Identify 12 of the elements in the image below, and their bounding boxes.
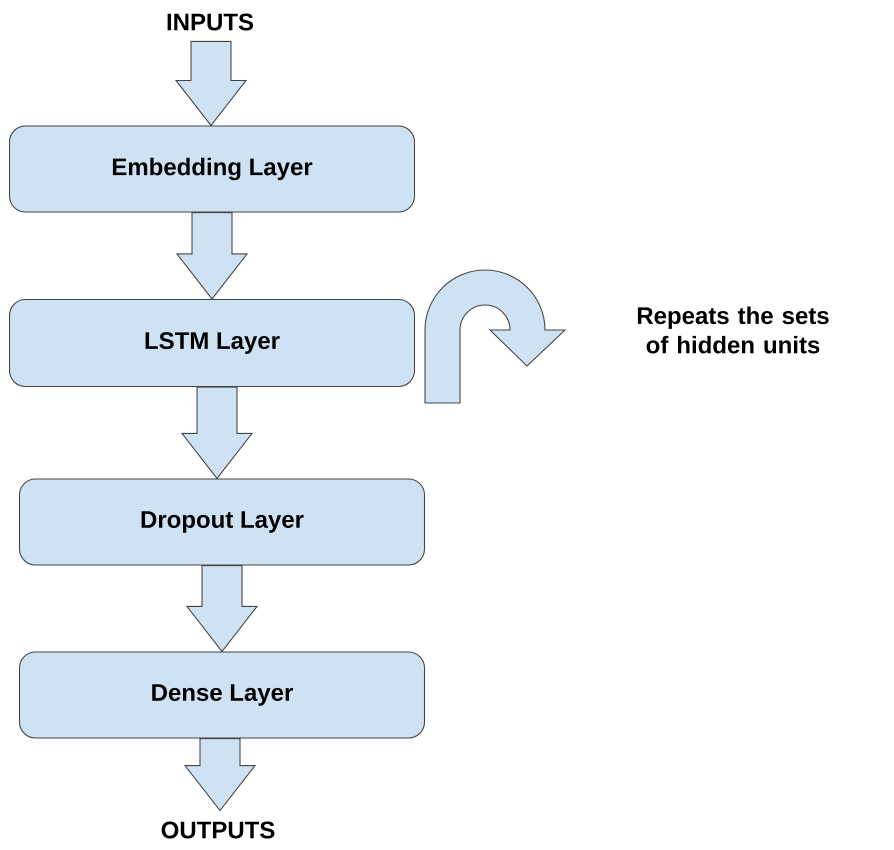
note-text: Repeats the sets of hidden units — [638, 306, 829, 354]
block-arrow — [174, 40, 248, 126]
layer-box: Embedding Layer — [8, 125, 416, 213]
layer-box: LSTM Layer — [8, 298, 416, 388]
block-arrow — [180, 386, 254, 480]
layer-box: Dropout Layer — [18, 478, 426, 566]
block-arrow — [186, 565, 258, 652]
flow-label: INPUTS — [168, 14, 254, 30]
flow-label: OUTPUTS — [162, 821, 274, 838]
block-arrow — [184, 738, 256, 812]
block-arrow — [176, 212, 248, 300]
layer-box: Dense Layer — [18, 651, 426, 739]
